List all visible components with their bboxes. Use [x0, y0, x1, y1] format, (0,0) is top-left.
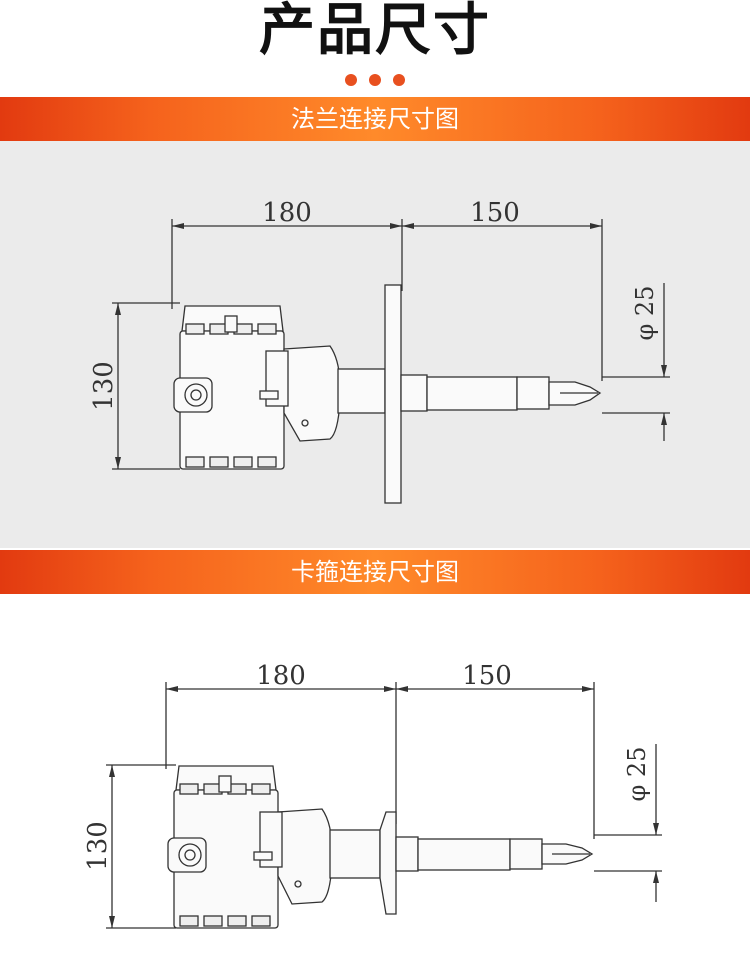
housing: [167, 765, 279, 929]
dim-diameter: φ 25: [631, 286, 659, 341]
dim-left-width: 180: [262, 198, 312, 228]
page-title: 产品尺寸: [259, 0, 491, 63]
clamp-diagram: 180 150 130 φ 25: [83, 661, 662, 929]
neck: [253, 808, 381, 905]
flange-diagram: 180 150 130 φ 25: [89, 198, 670, 504]
section-title-clamp: 卡箍连接尺寸图: [291, 558, 459, 586]
flange-diagram-panel: 180 150 130 φ 25: [0, 141, 750, 548]
dim-diameter: φ 25: [623, 747, 651, 802]
dim-left-width: 180: [256, 661, 306, 691]
dim-height: 130: [83, 821, 113, 871]
dim-right-length: 150: [470, 198, 520, 228]
clamp-diagram-panel: 180 150 130 φ 25: [0, 594, 750, 964]
probe: [395, 836, 594, 872]
section-title-flange: 法兰连接尺寸图: [291, 105, 459, 133]
dim-right-length: 150: [462, 661, 512, 691]
title-zone: 产品尺寸: [0, 0, 750, 95]
section-banner-clamp: [0, 550, 750, 594]
dot-3: [393, 74, 405, 86]
probe: [400, 374, 602, 412]
neck: [259, 345, 386, 442]
housing: [173, 305, 285, 470]
dot-1: [345, 74, 357, 86]
flange-plate: [384, 284, 402, 504]
title-dots: [0, 71, 750, 86]
dot-2: [369, 74, 381, 86]
clamp-ferrule: [379, 811, 397, 915]
section-banner-flange: [0, 97, 750, 141]
dimension-lines: [112, 219, 670, 470]
dim-height: 130: [89, 361, 119, 411]
dimension-lines: [106, 682, 662, 929]
